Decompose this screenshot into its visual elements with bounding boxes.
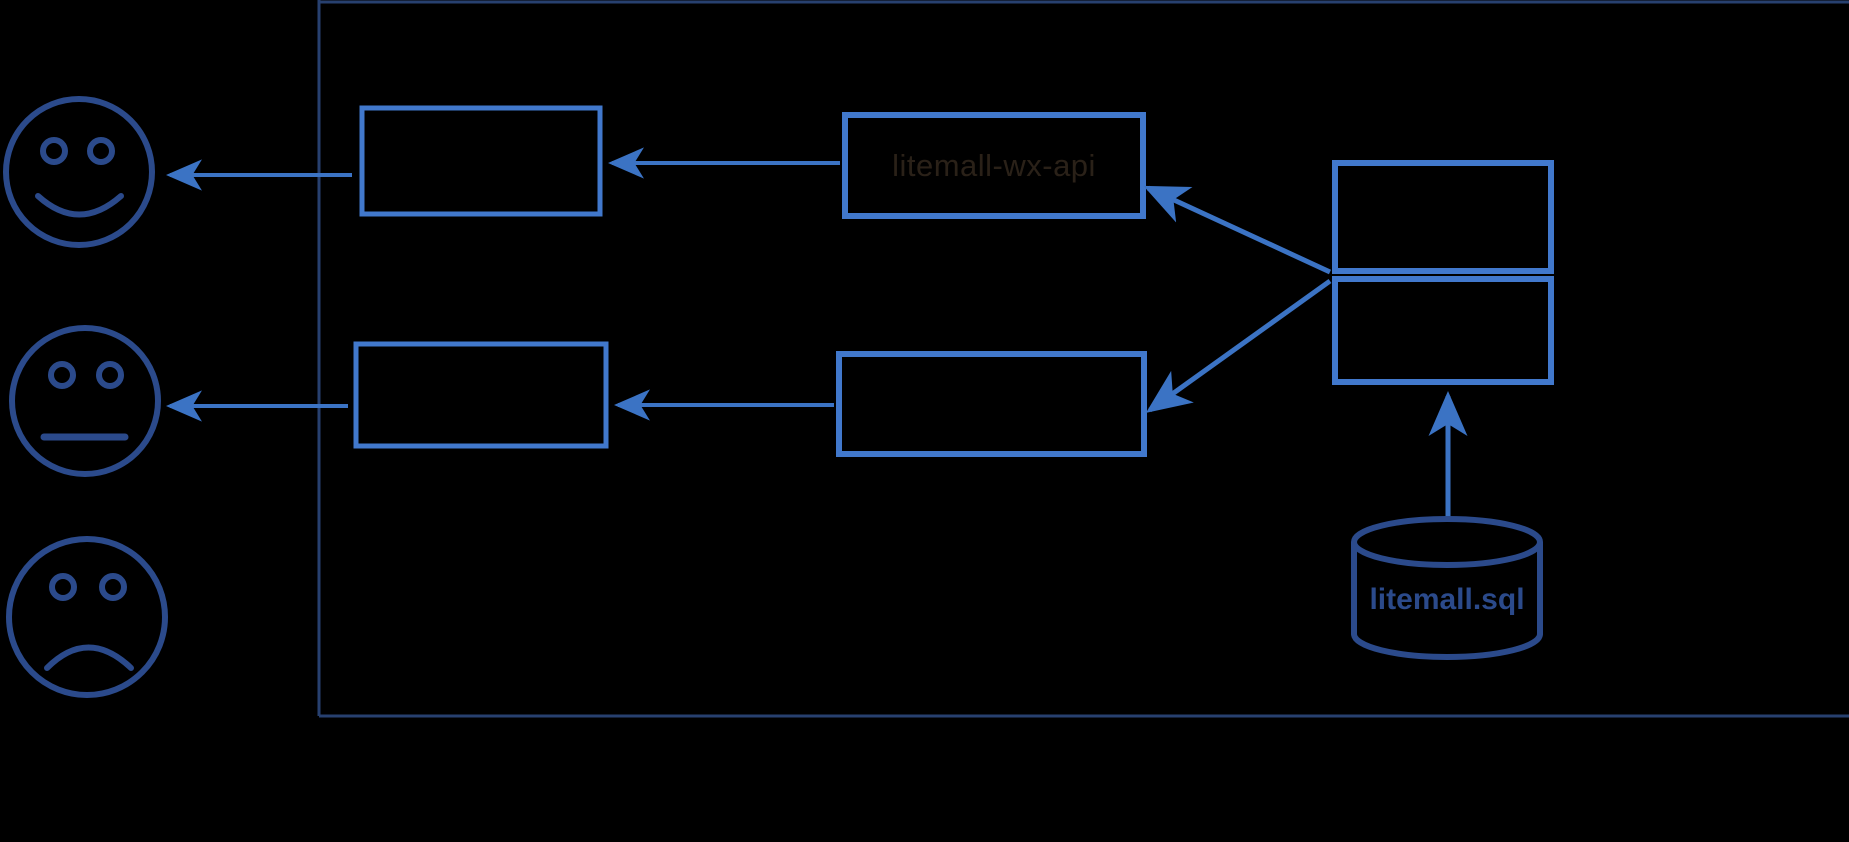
box-registry-top[interactable] bbox=[1332, 160, 1554, 274]
box-service-bottom[interactable] bbox=[836, 351, 1147, 457]
box-registry-bottom[interactable] bbox=[1332, 276, 1554, 385]
sad-face-icon bbox=[6, 536, 168, 698]
smiley-face-icon bbox=[3, 96, 155, 248]
neutral-face-icon bbox=[9, 325, 161, 477]
box-client-bottom[interactable] bbox=[353, 341, 609, 449]
arrow-registry-to-service-top bbox=[1143, 185, 1332, 275]
deployment-container-border bbox=[317, 0, 1849, 718]
box-service-top[interactable] bbox=[842, 112, 1146, 219]
database-cylinder-icon[interactable] bbox=[1351, 516, 1543, 660]
box-client-top[interactable] bbox=[359, 105, 603, 217]
arrow-registry-to-service-bottom bbox=[1145, 278, 1332, 413]
